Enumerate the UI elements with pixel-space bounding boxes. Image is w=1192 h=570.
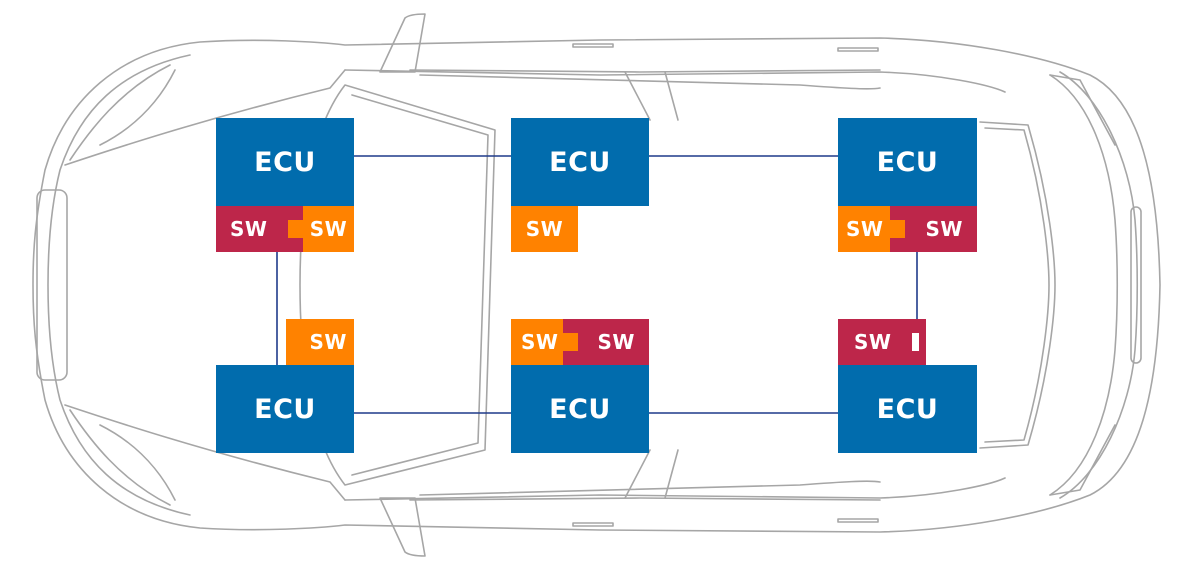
sw-center-left-1[interactable]: SW [511, 206, 578, 252]
car-body-outline [32, 37, 1161, 533]
sw-port-marker-inner [919, 333, 926, 351]
ecu-label: ECU [254, 393, 316, 425]
ecu-label: ECU [876, 146, 939, 178]
ecu-rear-right[interactable]: ECU [838, 365, 977, 453]
sw-label: SW [597, 330, 635, 354]
sw-label: SW [854, 330, 892, 354]
sw-label: SW [846, 217, 884, 241]
sw-port-marker-bar [912, 333, 916, 351]
ecu-center-right[interactable]: ECU [511, 365, 649, 453]
mirror-left [379, 13, 426, 73]
sw-label: SW [925, 217, 963, 241]
ecu-rear-left[interactable]: ECU [838, 118, 977, 206]
sw-label: SW [309, 330, 347, 354]
sw-notch [563, 333, 578, 351]
ecu-label: ECU [549, 393, 611, 425]
sw-label: SW [521, 330, 559, 354]
sw-center-right-1[interactable]: SW [511, 319, 563, 365]
mirror-right [379, 497, 426, 557]
ecu-front-left[interactable]: ECU [216, 118, 354, 206]
sw-label: SW [309, 217, 348, 241]
sw-rear-right-1[interactable]: SW [838, 319, 926, 365]
sw-label: SW [230, 217, 268, 241]
sw-front-left-2[interactable]: SW [303, 206, 354, 252]
sw-notch [288, 220, 303, 238]
sw-label: SW [525, 217, 564, 241]
sw-front-right-1[interactable]: SW [286, 319, 354, 365]
ecu-label: ECU [254, 146, 316, 178]
ecu-center-left[interactable]: ECU [511, 118, 649, 206]
sw-rear-left-1[interactable]: SW [838, 206, 890, 252]
ecu-label: ECU [549, 146, 611, 178]
ecu-label: ECU [876, 393, 939, 425]
ecu-front-right[interactable]: ECU [216, 365, 354, 453]
sw-notch [890, 220, 905, 238]
